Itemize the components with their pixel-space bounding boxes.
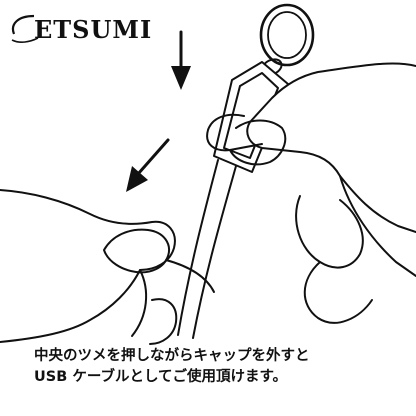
arrow-down-left-icon [136, 138, 170, 176]
key-ring [259, 3, 315, 67]
caption-line-1: 中央のツメを押しながらキャップを外すと [34, 348, 310, 364]
brand-name: ETSUMI [34, 15, 153, 44]
brand-swoosh-icon [11, 14, 39, 43]
caption-line-2: USB ケーブルとしてご使用頂けます。 [34, 369, 288, 385]
right-hand [246, 62, 416, 233]
usb-cable [177, 159, 219, 336]
brand-logo: ETSUMI [10, 10, 151, 46]
instruction-caption: 中央のツメを押しながらキャップを外すと USB ケーブルとしてご使用頂けます。 [34, 346, 394, 388]
left-hand [0, 189, 176, 343]
